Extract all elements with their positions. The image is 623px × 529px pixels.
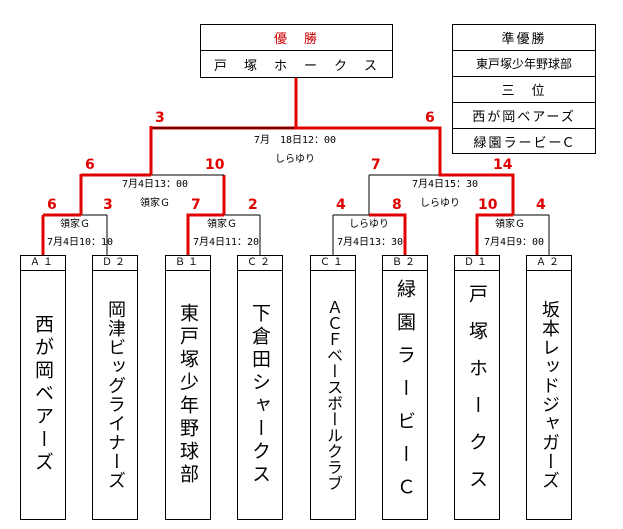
team-code: Ａ１: [21, 256, 65, 271]
runner-up-title: 準優勝: [453, 25, 595, 51]
champion-box: 優 勝 戸 塚 ホ ー ク ス: [200, 24, 393, 78]
runner-up-team: 東戸塚少年野球部: [453, 51, 595, 77]
semi1-venue: 領家Ｇ: [140, 198, 170, 209]
semi2-venue: しらゆり: [420, 198, 460, 209]
team-name: 下倉田シャークス: [249, 302, 271, 487]
third-place-team-2: 緑園ラービーC: [473, 136, 575, 151]
champion-team: 戸 塚 ホ ー ク ス: [213, 59, 379, 74]
qf3-score-right: 8: [392, 197, 402, 213]
qf2-winner-path: [186, 213, 224, 255]
semi2-score-left: 7: [371, 157, 381, 173]
team-column-a2: Ａ２ 坂本レッドジャガーズ: [526, 255, 572, 520]
team-column-c2: Ｃ２ 下倉田シャークス: [237, 255, 283, 520]
team-name: 緑園ラービーＣ: [394, 279, 416, 510]
team-code: Ｂ２: [383, 256, 427, 271]
qf3-date: 7月4日13：30: [336, 237, 404, 248]
qf2-date: 7月4日11：20: [192, 237, 260, 248]
final-venue: しらゆり: [275, 154, 315, 165]
final-date: 7月 18日12：00: [253, 135, 337, 146]
team-name: 坂本レッドジャガーズ: [539, 299, 560, 490]
qf2-venue: 領家Ｇ: [207, 219, 237, 230]
team-column-d1: Ｄ１ 戸塚ホークス: [454, 255, 500, 520]
qf3-winner-path: [369, 213, 407, 255]
semi2-date: 7月4日15：30: [411, 179, 479, 190]
qf1-score-right: 3: [103, 197, 113, 213]
team-column-b1: Ｂ１ 東戸塚少年野球部: [165, 255, 211, 520]
team-name: 西が岡ベアーズ: [32, 314, 54, 475]
champion-title: 優 勝: [201, 25, 392, 51]
team-name: 戸塚ホークス: [466, 283, 488, 506]
results-box: 準優勝 東戸塚少年野球部 三 位 西が岡ベアーズ 緑園ラービーC: [452, 24, 596, 154]
qf1-date: 7月4日10：10: [46, 237, 114, 248]
qf1-score-left: 6: [47, 197, 57, 213]
team-code: Ｂ１: [166, 256, 210, 271]
team-code: Ｃ２: [238, 256, 282, 271]
qf4-winner-path: [475, 213, 513, 255]
qf4-date: 7月4日9：00: [483, 237, 545, 248]
qf3-venue: しらゆり: [349, 219, 389, 230]
qf1-venue: 領家Ｇ: [60, 219, 90, 230]
third-place-team-1: 西が岡ベアーズ: [453, 103, 595, 129]
team-code: Ｃ１: [311, 256, 355, 271]
qf3-score-left: 4: [336, 197, 346, 213]
team-name: 岡津ビッグライナーズ: [105, 299, 126, 490]
team-name: ＡＣＦベースボールクラブ: [324, 298, 343, 491]
team-column-d2: Ｄ２ 岡津ビッグライナーズ: [92, 255, 138, 520]
team-code: Ｄ２: [93, 256, 137, 271]
semi1-score-right: 10: [205, 157, 225, 173]
final-score-right: 6: [425, 110, 435, 126]
third-place-title: 三 位: [453, 77, 595, 103]
qf4-venue: 領家Ｇ: [495, 219, 525, 230]
team-name: 東戸塚少年野球部: [177, 302, 199, 487]
team-code: Ｄ１: [455, 256, 499, 271]
team-column-a1: Ａ１ 西が岡ベアーズ: [20, 255, 66, 520]
final-score-left: 3: [155, 110, 165, 126]
qf4-score-left: 10: [478, 197, 498, 213]
qf4-score-right: 4: [536, 197, 546, 213]
semi1-score-left: 6: [85, 157, 95, 173]
semi1-date: 7月4日13：00: [121, 179, 189, 190]
team-column-c1: Ｃ１ ＡＣＦベースボールクラブ: [310, 255, 356, 520]
team-column-b2: Ｂ２ 緑園ラービーＣ: [382, 255, 428, 520]
semi2-score-right: 14: [493, 157, 513, 173]
qf2-score-left: 7: [191, 197, 201, 213]
qf2-score-right: 2: [248, 197, 258, 213]
team-code: Ａ２: [527, 256, 571, 271]
